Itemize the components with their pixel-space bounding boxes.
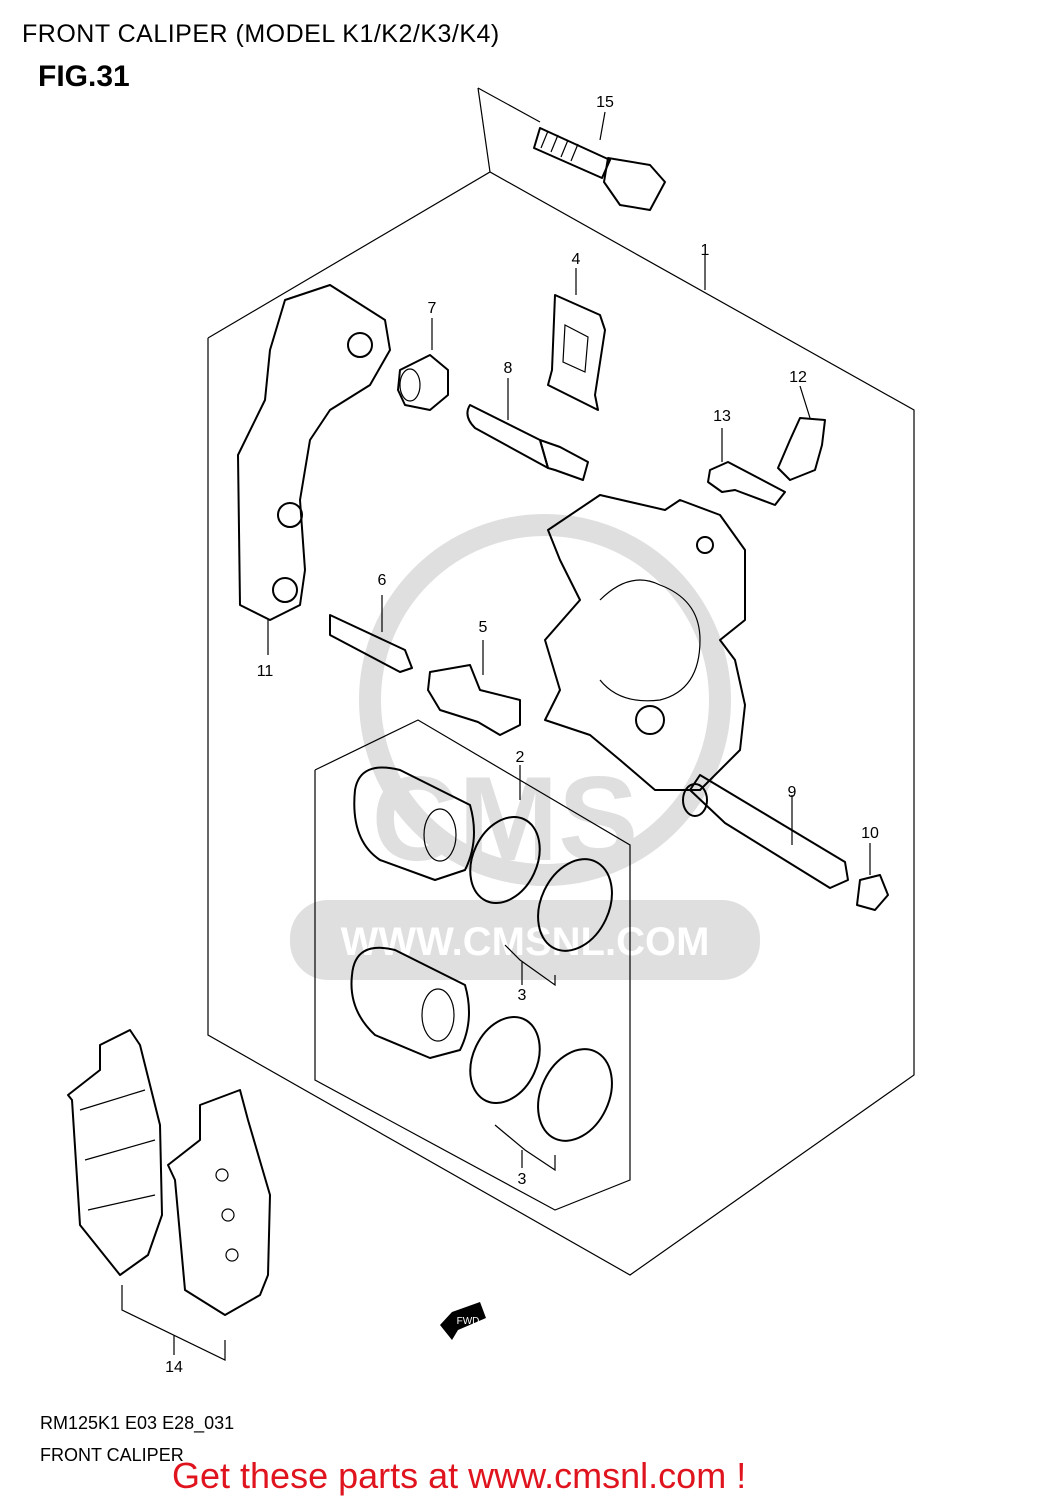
pin-5 (427, 640, 521, 736)
bolt-15 (533, 111, 666, 211)
watermark-url: WWW.CMSNL.COM (341, 920, 710, 964)
callout-labels: 1 2 3 3 4 5 6 7 8 9 10 11 12 13 14 15 (165, 94, 879, 1376)
callout-11: 11 (257, 663, 274, 680)
assembly-outline (207, 87, 915, 1276)
bleeder-12 (777, 385, 826, 481)
plug-10 (856, 843, 889, 911)
cmsnl-watermark: CMS WWW.CMSNL.COM (290, 514, 760, 980)
page-title: FRONT CALIPER (MODEL K1/K2/K3/K4) (22, 20, 500, 48)
pin-6 (329, 595, 413, 673)
forward-arrow-icon: FWD (440, 1302, 486, 1340)
callout-15: 15 (596, 94, 614, 111)
callout-13: 13 (713, 408, 731, 425)
callout-9: 9 (788, 784, 797, 801)
caliper-body (544, 494, 746, 791)
callout-6: 6 (378, 572, 387, 589)
callout-5: 5 (479, 619, 488, 636)
pin-9 (682, 774, 849, 889)
callout-12: 12 (789, 369, 807, 386)
callout-2: 2 (516, 749, 525, 766)
spring-plate-4 (547, 268, 606, 411)
callout-3-lower: 3 (518, 1171, 527, 1188)
promo-link[interactable]: Get these parts at www.cmsnl.com ! (172, 1455, 747, 1496)
seals-3 (469, 816, 613, 1172)
diagram-code: RM125K1 E03 E28_031 (40, 1413, 235, 1433)
piston-subbox (314, 719, 631, 1211)
callout-7: 7 (428, 300, 437, 317)
callout-3-upper: 3 (518, 987, 527, 1004)
callout-4: 4 (572, 251, 581, 268)
bracket-11 (237, 284, 391, 655)
figure-number: FIG.31 (38, 60, 130, 93)
cap-13 (707, 428, 786, 506)
diagram-caption: FRONT CALIPER (40, 1445, 184, 1465)
pin-8 (466, 378, 589, 481)
callout-10: 10 (861, 825, 879, 842)
brake-pads-14 (67, 1029, 271, 1361)
pistons-2 (350, 765, 521, 1059)
callout-14: 14 (165, 1359, 183, 1376)
boot-7 (397, 318, 449, 411)
callout-8: 8 (504, 360, 513, 377)
callout-1: 1 (701, 242, 710, 259)
fwd-label: FWD (457, 1316, 480, 1327)
